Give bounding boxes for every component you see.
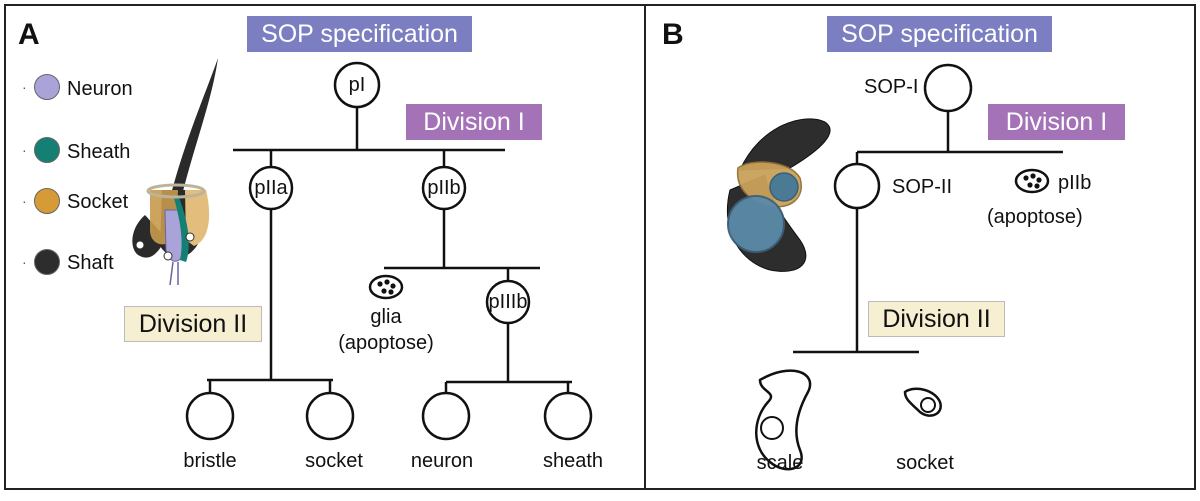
piib-apoptotic-icon (1014, 168, 1050, 194)
node-sheath (543, 391, 593, 441)
sheath-label: sheath (542, 450, 604, 472)
node-piia-label: pIIa (254, 177, 288, 199)
legend-socket-label: Socket (67, 191, 129, 213)
node-neuron (421, 391, 471, 441)
node-piia (248, 165, 294, 211)
glia-apoptose-label: (apoptose) (338, 332, 434, 354)
scale-illustration (726, 118, 831, 272)
node-pi-label: pI (348, 74, 366, 96)
piib-b-label: pIIb (1058, 172, 1092, 194)
legend-neuron-swatch (34, 74, 60, 100)
node-sop2 (833, 162, 881, 210)
node-sop1 (923, 63, 973, 113)
scale-cell-nucleus (760, 416, 784, 440)
node-socket (305, 391, 355, 441)
glia-label: glia (370, 306, 402, 328)
socket-cell-nucleus (920, 397, 936, 413)
sop1-label: SOP-I (864, 76, 919, 98)
piib-apoptose-label: (apoptose) (987, 206, 1083, 228)
node-piib-label: pIIb (427, 177, 461, 199)
panel-b (644, 4, 1196, 490)
legend-sheath-swatch (34, 137, 60, 163)
panel-b-division2-banner: Division II (868, 301, 1005, 337)
panel-b-division1-banner: Division I (988, 104, 1125, 140)
glia-apoptotic-icon (368, 274, 404, 300)
legend-shaft-label: Shaft (67, 252, 114, 274)
bristle-label: bristle (183, 450, 237, 472)
node-piib (421, 165, 467, 211)
panel-a-division1-banner: Division I (406, 104, 542, 140)
legend-shaft-swatch (34, 249, 60, 275)
socket-b-label: socket (896, 452, 954, 474)
legend-socket-swatch (34, 188, 60, 214)
node-pi (333, 61, 381, 109)
neuron-label: neuron (410, 450, 474, 472)
legend-neuron-label: Neuron (67, 78, 133, 100)
legend-sheath-label: Sheath (67, 141, 131, 163)
sop2-label: SOP-II (892, 176, 953, 198)
node-piiib-label: pIIIb (488, 291, 528, 313)
scale-label: scale (756, 452, 804, 474)
panel-b-sop-banner: SOP specification (827, 16, 1052, 52)
scale-cell-shape (755, 369, 812, 471)
node-bristle (185, 391, 235, 441)
node-piiib (485, 279, 531, 325)
panel-a-division2-banner: Division II (124, 306, 262, 342)
socket-label: socket (305, 450, 363, 472)
panel-b-label: B (662, 18, 684, 51)
panel-a-sop-banner: SOP specification (247, 16, 472, 52)
panel-a-label: A (18, 18, 40, 51)
bristle-organ-illustration (132, 58, 218, 286)
